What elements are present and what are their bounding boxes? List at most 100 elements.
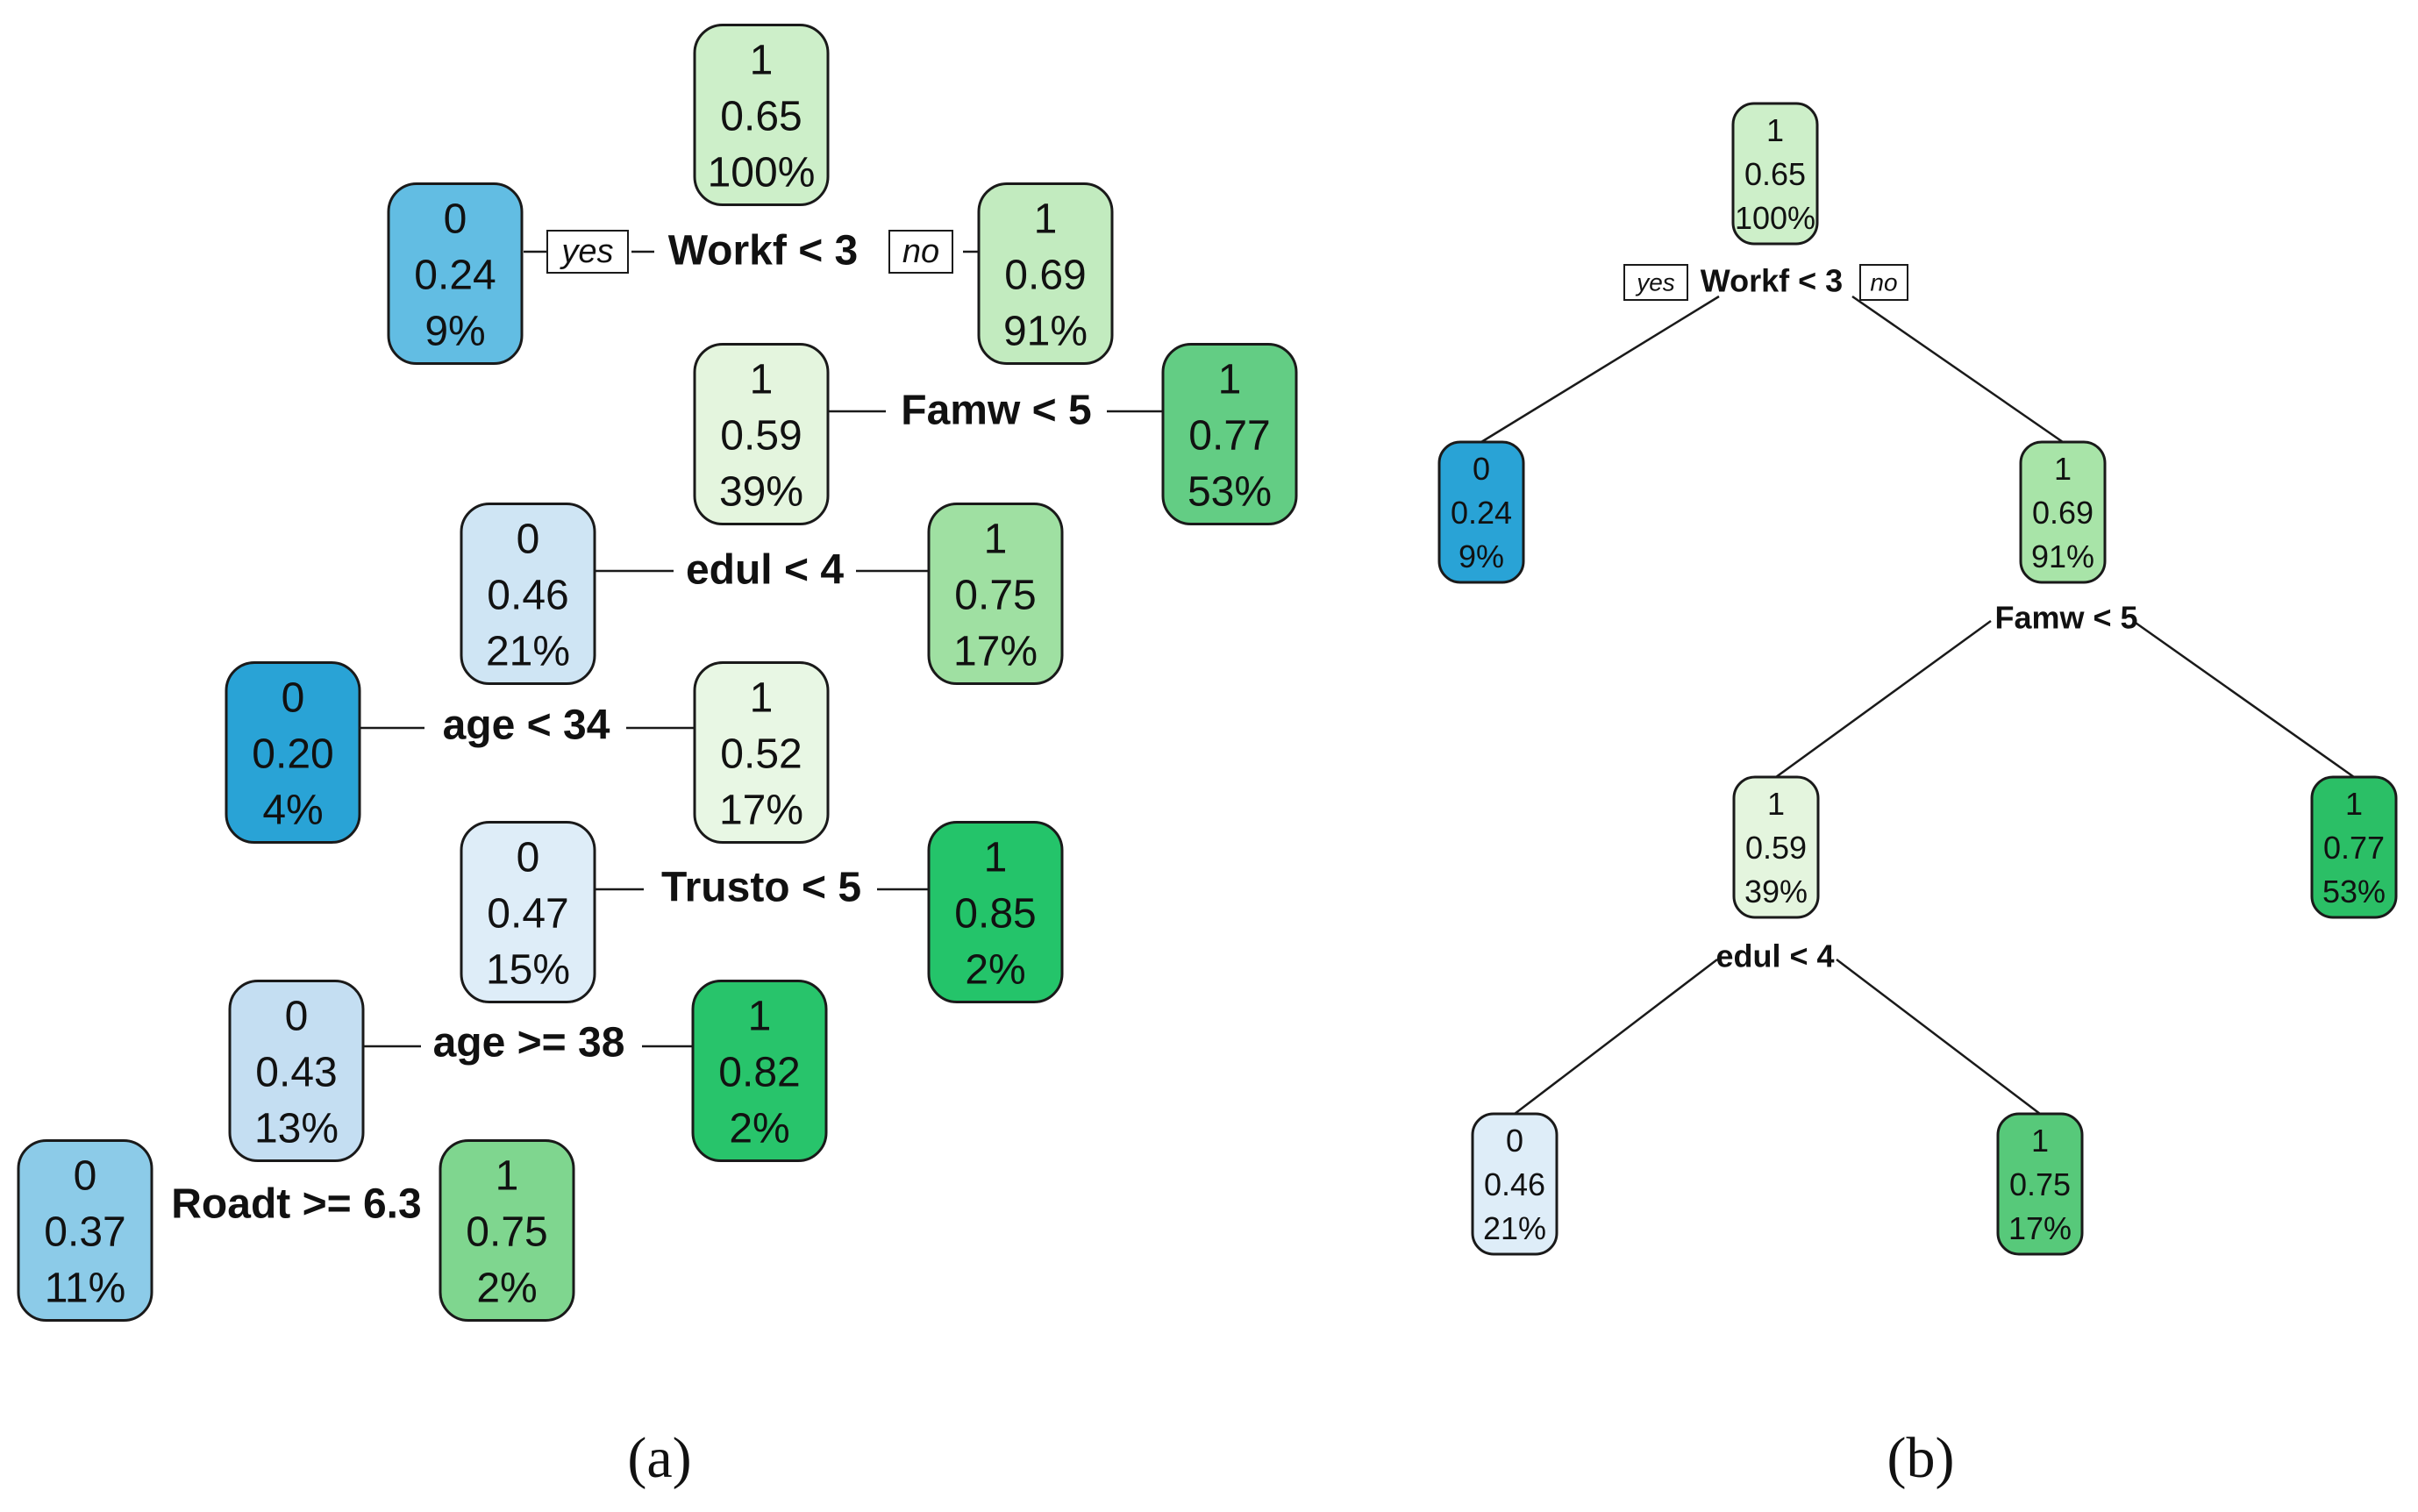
split-label: Workf < 3 xyxy=(1701,263,1843,299)
node-class-label: 0 xyxy=(74,1152,97,1199)
node-percent: 11% xyxy=(45,1265,126,1311)
node-box xyxy=(460,821,596,1003)
yes-label: yes xyxy=(1623,264,1688,301)
node-probability: 0.65 xyxy=(1744,156,1806,192)
split-label: Famw < 5 xyxy=(901,388,1091,434)
node-class-label: 1 xyxy=(1034,196,1058,242)
node-probability: 0.20 xyxy=(252,731,333,777)
node-percent: 39% xyxy=(719,468,803,515)
node-percent: 4% xyxy=(262,787,323,833)
node-probability: 0.85 xyxy=(954,890,1036,937)
node-percent: 91% xyxy=(1003,308,1088,354)
node-probability: 0.77 xyxy=(2323,830,2385,866)
tree-edge xyxy=(2132,619,2355,779)
node-class-label: 0 xyxy=(444,196,467,242)
node-class-label: 1 xyxy=(984,516,1008,562)
node-box xyxy=(2019,440,2107,584)
node-probability: 0.52 xyxy=(720,731,802,777)
node-probability: 0.69 xyxy=(1004,252,1086,298)
no-label-box xyxy=(1859,264,1908,301)
no-label-text: no xyxy=(902,233,939,270)
node-box xyxy=(387,182,524,365)
node-class-label: 1 xyxy=(2054,451,2072,487)
split-label: Workf < 3 xyxy=(668,228,859,275)
node-probability: 0.75 xyxy=(466,1209,547,1255)
yes-label-box xyxy=(546,230,629,274)
node-class-label: 1 xyxy=(2031,1123,2049,1159)
node-percent: 17% xyxy=(719,787,803,833)
node-probability: 0.75 xyxy=(954,572,1036,618)
node-class-label: 1 xyxy=(984,834,1008,881)
node-percent: 100% xyxy=(1735,200,1815,236)
node-box xyxy=(1161,343,1298,525)
node-class-label: 0 xyxy=(1506,1123,1523,1159)
node-box xyxy=(1732,775,1820,919)
node-box xyxy=(927,503,1064,685)
node-probability: 0.43 xyxy=(255,1049,337,1095)
no-label: no xyxy=(888,230,953,274)
split-label: Famw < 5 xyxy=(1994,600,2137,636)
tree-edge xyxy=(1775,619,1992,779)
caption-a: (a) xyxy=(627,1426,691,1490)
node-probability: 0.46 xyxy=(1484,1166,1545,1202)
node-probability: 0.46 xyxy=(487,572,568,618)
panel-a-node-a12: 10.822% xyxy=(691,980,828,1162)
node-class-label: 0 xyxy=(517,516,540,562)
tree-edge xyxy=(1851,295,2064,444)
no-label-text: no xyxy=(1870,268,1897,296)
node-box xyxy=(2310,775,2398,919)
node-probability: 0.82 xyxy=(718,1049,800,1095)
node-box xyxy=(1471,1112,1559,1256)
node-probability: 0.65 xyxy=(720,93,802,139)
yes-label-text: yes xyxy=(1635,268,1675,296)
tree-edge xyxy=(1480,295,1720,444)
node-box xyxy=(693,661,830,844)
node-class-label: 0 xyxy=(517,834,540,881)
node-percent: 21% xyxy=(486,628,570,674)
node-percent: 2% xyxy=(729,1105,789,1152)
node-probability: 0.24 xyxy=(1451,495,1512,531)
node-box xyxy=(225,661,361,844)
node-percent: 9% xyxy=(1459,538,1504,574)
panel-a-node-a14: 10.752% xyxy=(439,1139,575,1322)
node-class-label: 0 xyxy=(285,993,309,1039)
panel-a-node-a2: 1 0.69 91% xyxy=(977,182,1114,365)
node-percent: 17% xyxy=(2008,1210,2072,1246)
node-box xyxy=(977,182,1114,365)
node-box xyxy=(693,24,830,206)
tree-edge xyxy=(1836,959,2041,1115)
node-class-label: 1 xyxy=(750,37,774,83)
split-label: Roadt >= 6.3 xyxy=(171,1181,421,1228)
node-probability: 0.59 xyxy=(720,412,802,459)
no-label: no xyxy=(1859,264,1908,301)
node-box xyxy=(460,503,596,685)
node-percent: 39% xyxy=(1744,874,1808,909)
node-probability: 0.77 xyxy=(1188,412,1270,459)
node-probability: 0.69 xyxy=(2032,495,2093,531)
node-class-label: 0 xyxy=(282,674,305,721)
split-label: Trusto < 5 xyxy=(661,865,861,911)
node-box xyxy=(691,980,828,1162)
node-class-label: 1 xyxy=(496,1152,519,1199)
panel-a-node-a10: 10.852% xyxy=(927,821,1064,1003)
node-class-label: 1 xyxy=(1218,356,1242,403)
node-probability: 0.24 xyxy=(414,252,496,298)
yes-label-box xyxy=(1623,264,1688,301)
split-label: edul < 4 xyxy=(686,547,844,594)
node-class-label: 1 xyxy=(1767,786,1785,822)
node-box xyxy=(1996,1112,2084,1256)
node-probability: 0.59 xyxy=(1745,830,1807,866)
